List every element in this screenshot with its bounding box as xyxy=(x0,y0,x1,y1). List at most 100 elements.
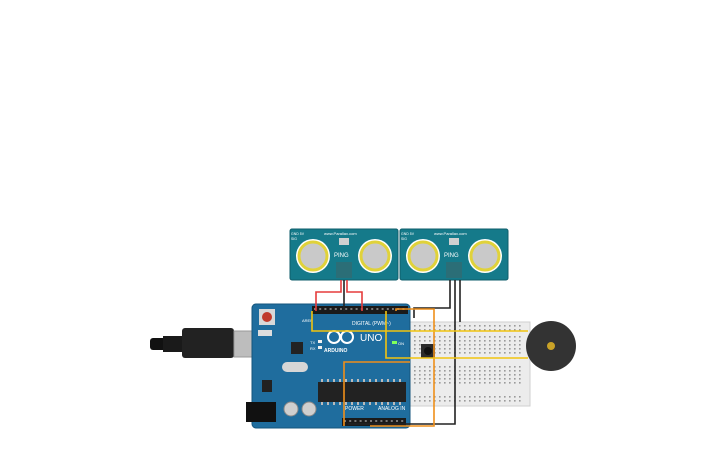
breadboard-hole xyxy=(459,325,461,327)
breadboard-hole xyxy=(464,400,466,402)
pushbutton[interactable] xyxy=(421,344,435,358)
breadboard-hole xyxy=(519,340,521,342)
chip-leg xyxy=(363,379,365,382)
breadboard-hole xyxy=(489,340,491,342)
breadboard-hole xyxy=(464,325,466,327)
breadboard-hole xyxy=(514,336,516,338)
wire-black-1[interactable] xyxy=(413,280,451,318)
power-analog-header[interactable] xyxy=(342,418,406,426)
header-pin xyxy=(344,420,346,422)
arduino-uno-board[interactable]: ARDUINO UNO DIGITAL (PWM~) POWER ANALOG … xyxy=(246,303,411,429)
header-pin xyxy=(386,308,389,310)
breadboard-hole xyxy=(479,340,481,342)
breadboard-hole xyxy=(489,336,491,338)
sensor-pin-header xyxy=(446,262,462,278)
breadboard-hole xyxy=(474,378,476,380)
breadboard-hole xyxy=(504,396,506,398)
chip-leg xyxy=(393,379,395,382)
breadboard-hole xyxy=(429,374,431,376)
breadboard-hole xyxy=(439,340,441,342)
breadboard-hole xyxy=(484,400,486,402)
breadboard-hole xyxy=(514,396,516,398)
breadboard-hole xyxy=(414,374,416,376)
chip-leg xyxy=(375,379,377,382)
header-pin xyxy=(371,308,374,310)
chip-leg xyxy=(363,402,365,405)
breadboard-hole xyxy=(509,348,511,350)
breadboard-hole xyxy=(479,396,481,398)
breadboard-hole xyxy=(459,329,461,331)
breadboard-hole xyxy=(499,396,501,398)
breadboard-hole xyxy=(424,329,426,331)
breadboard-hole xyxy=(464,370,466,372)
sensor-2-sig: SIG xyxy=(401,237,407,241)
ultrasonic-sensor-2[interactable]: www.Parallax.com PING GND 5V SIG xyxy=(399,228,509,281)
breadboard-hole xyxy=(504,352,506,354)
breadboard-hole xyxy=(444,374,446,376)
breadboard-hole xyxy=(469,340,471,342)
breadboard-hole xyxy=(489,370,491,372)
ultrasonic-sensor-1[interactable]: www.Parallax.com PING GND 5V SIG xyxy=(289,228,399,281)
breadboard-hole xyxy=(499,344,501,346)
reset-button[interactable] xyxy=(262,312,272,322)
sensor-crystal xyxy=(339,238,349,245)
usb-plug-tip xyxy=(150,338,166,350)
breadboard-hole xyxy=(489,325,491,327)
wires[interactable] xyxy=(311,280,528,427)
breadboard-holes xyxy=(414,325,521,402)
breadboard-hole xyxy=(509,396,511,398)
wire-orange-2[interactable] xyxy=(343,361,410,426)
breadboard-hole xyxy=(509,325,511,327)
breadboard-hole xyxy=(509,329,511,331)
breadboard-hole xyxy=(484,325,486,327)
chip-leg xyxy=(393,402,395,405)
breadboard-hole xyxy=(519,352,521,354)
breadboard-hole xyxy=(459,396,461,398)
chip-leg xyxy=(399,402,401,405)
breadboard-hole xyxy=(484,366,486,368)
header-pin xyxy=(375,420,378,422)
wire-yellow-1[interactable] xyxy=(311,311,528,332)
breadboard-hole xyxy=(439,374,441,376)
pushbutton-cap[interactable] xyxy=(424,347,432,355)
breadboard-hole xyxy=(449,374,451,376)
breadboard-hole xyxy=(469,370,471,372)
power-jack[interactable] xyxy=(246,402,276,422)
breadboard-hole xyxy=(514,366,516,368)
wire-red-2[interactable] xyxy=(346,280,363,311)
capacitor-1 xyxy=(283,401,299,417)
usb-strain-relief xyxy=(163,336,183,352)
wire-red-1[interactable] xyxy=(315,280,342,311)
wire-yellow-2[interactable] xyxy=(385,311,528,359)
chip-leg xyxy=(321,402,323,405)
breadboard-hole xyxy=(449,400,451,402)
breadboard-hole xyxy=(469,396,471,398)
breadboard[interactable] xyxy=(409,321,531,407)
breadboard-hole xyxy=(494,396,496,398)
piezo-buzzer[interactable] xyxy=(526,321,576,371)
header-pin xyxy=(392,308,394,310)
breadboard-hole xyxy=(519,370,521,372)
breadboard-hole xyxy=(449,329,451,331)
wire-black-2[interactable] xyxy=(348,280,456,425)
chip-leg xyxy=(333,402,335,405)
chip-leg xyxy=(387,402,389,405)
breadboard-hole xyxy=(464,336,466,338)
breadboard-hole xyxy=(499,366,501,368)
header-pin xyxy=(364,420,367,422)
digital-header[interactable] xyxy=(312,306,408,314)
chip-leg xyxy=(339,379,341,382)
regulator xyxy=(262,380,272,392)
breadboard-hole xyxy=(419,400,421,402)
wire-orange-1[interactable] xyxy=(370,308,435,427)
chip-leg xyxy=(381,402,383,405)
breadboard-hole xyxy=(439,325,441,327)
breadboard-hole xyxy=(459,336,461,338)
chip-leg xyxy=(345,379,347,382)
breadboard-hole xyxy=(459,366,461,368)
breadboard-hole xyxy=(519,400,521,402)
breadboard-hole xyxy=(489,344,491,346)
breadboard-hole xyxy=(474,348,476,350)
breadboard-hole xyxy=(479,344,481,346)
